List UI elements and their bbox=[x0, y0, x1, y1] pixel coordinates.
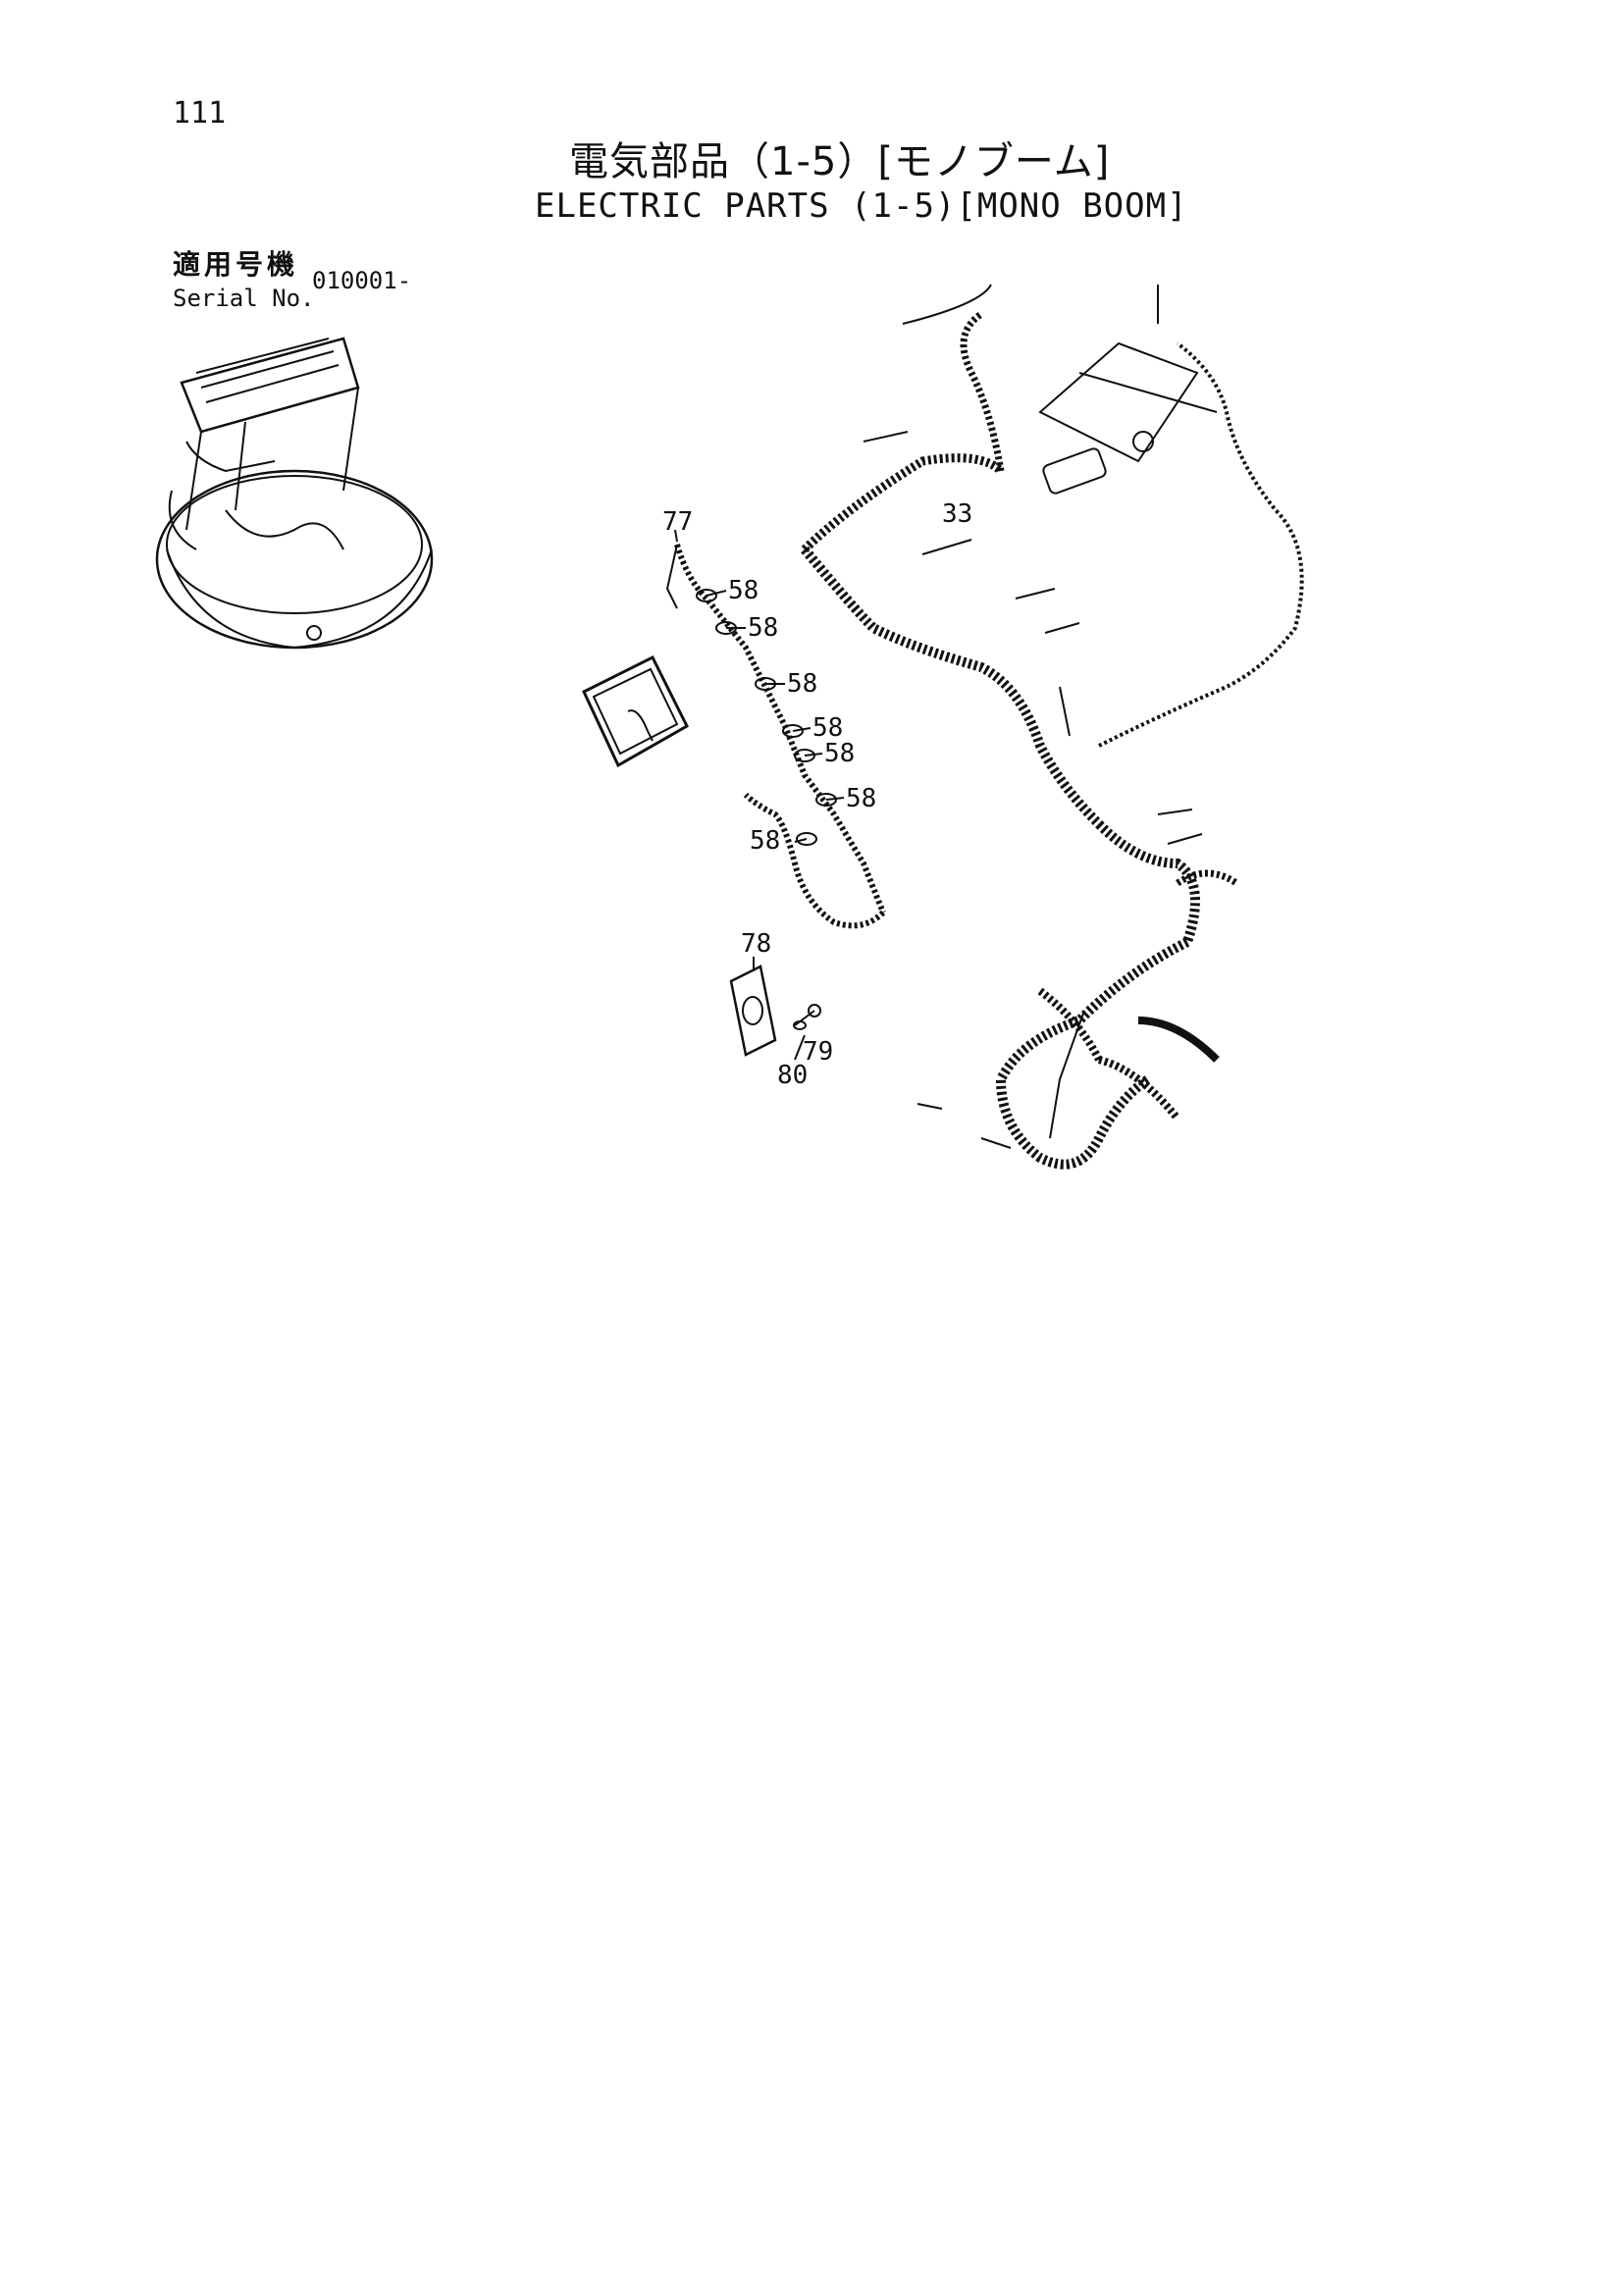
callout-77: 77 bbox=[662, 507, 693, 537]
bolt-markers bbox=[863, 285, 1203, 1149]
serial-range-value: 010001- bbox=[312, 267, 412, 294]
callout-labels: 33 77 58 58 58 58 58 58 58 78 79 80 bbox=[662, 499, 972, 1090]
frame-outline bbox=[1038, 341, 1218, 495]
cover-78-bolt-79-washer-80 bbox=[729, 965, 821, 1057]
machine-overview-illustration bbox=[155, 337, 434, 650]
serial-label-english: Serial No. bbox=[173, 285, 315, 312]
serial-label-japanese: 適用号機 bbox=[173, 248, 299, 281]
callout-58-g: 58 bbox=[750, 826, 780, 856]
sub-harness-77 bbox=[665, 544, 886, 929]
callout-58-b: 58 bbox=[748, 613, 778, 643]
callout-33: 33 bbox=[942, 499, 972, 529]
main-harness bbox=[801, 284, 1304, 1170]
callout-58-d: 58 bbox=[812, 713, 843, 743]
callout-58-f: 58 bbox=[846, 784, 876, 813]
callout-58-a: 58 bbox=[728, 576, 759, 605]
monitor-panel-illustration bbox=[582, 654, 689, 768]
callout-58-c: 58 bbox=[787, 669, 817, 699]
callout-79: 79 bbox=[803, 1037, 833, 1067]
callout-78: 78 bbox=[741, 929, 771, 959]
callout-58-e: 58 bbox=[824, 739, 855, 768]
clamp-58-markers bbox=[696, 589, 837, 846]
title-english: ELECTRIC PARTS (1-5)[MONO BOOM] bbox=[535, 186, 1188, 226]
title-japanese: 電気部品（1-5）[モノブーム] bbox=[569, 139, 1111, 184]
page-number: 111 bbox=[173, 96, 227, 130]
callout-80: 80 bbox=[777, 1061, 808, 1090]
leader-lines bbox=[674, 529, 845, 1061]
